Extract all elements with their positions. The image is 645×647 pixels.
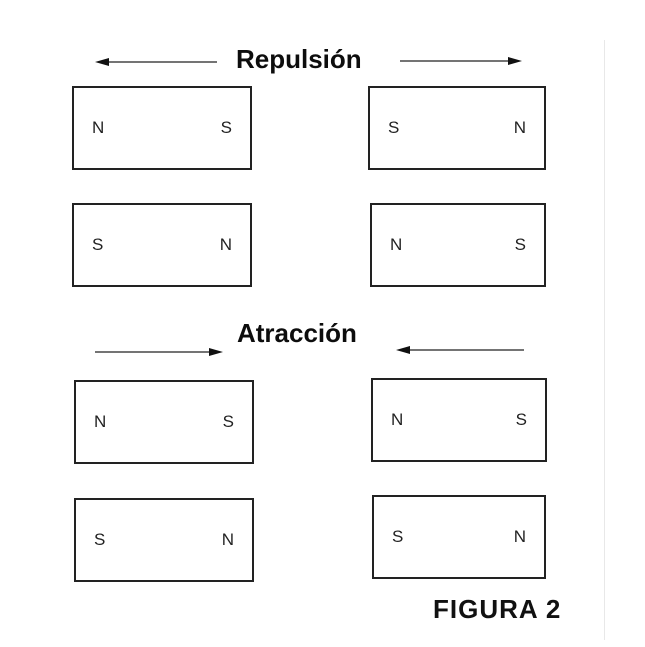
pole-label: S [94,530,106,549]
attraction-title: Atracción [237,318,357,348]
pole-label: S [220,118,232,137]
pole-label: N [391,410,404,429]
page-edge [604,40,605,640]
magnet-repulsion-bottom-right: N S [370,203,546,287]
pole-label: N [92,118,105,137]
arrow-left-icon [95,57,217,67]
arrow-right-icon [95,347,223,357]
pole-label: N [513,527,526,546]
arrow-left-icon [396,345,524,355]
pole-label: N [390,235,403,254]
pole-label: S [514,235,526,254]
pole-label: N [221,530,234,549]
pole-label: N [94,412,107,431]
magnet-repulsion-top-left: N S [72,86,252,170]
pole-label: S [515,410,527,429]
repulsion-title: Repulsión [236,44,362,74]
arrow-right-icon [400,56,522,66]
magnet-repulsion-top-right: S N [368,86,546,170]
pole-label: S [92,235,104,254]
pole-label: N [219,235,232,254]
magnet-repulsion-bottom-left: S N [72,203,252,287]
pole-label: S [392,527,404,546]
pole-label: S [388,118,400,137]
pole-label: S [222,412,234,431]
magnet-attraction-top-left: N S [74,380,254,464]
magnet-attraction-bottom-left: S N [74,498,254,582]
figure-caption: FIGURA 2 [433,594,562,624]
magnet-attraction-bottom-right: S N [372,495,546,579]
magnet-attraction-top-right: N S [371,378,547,462]
pole-label: N [513,118,526,137]
